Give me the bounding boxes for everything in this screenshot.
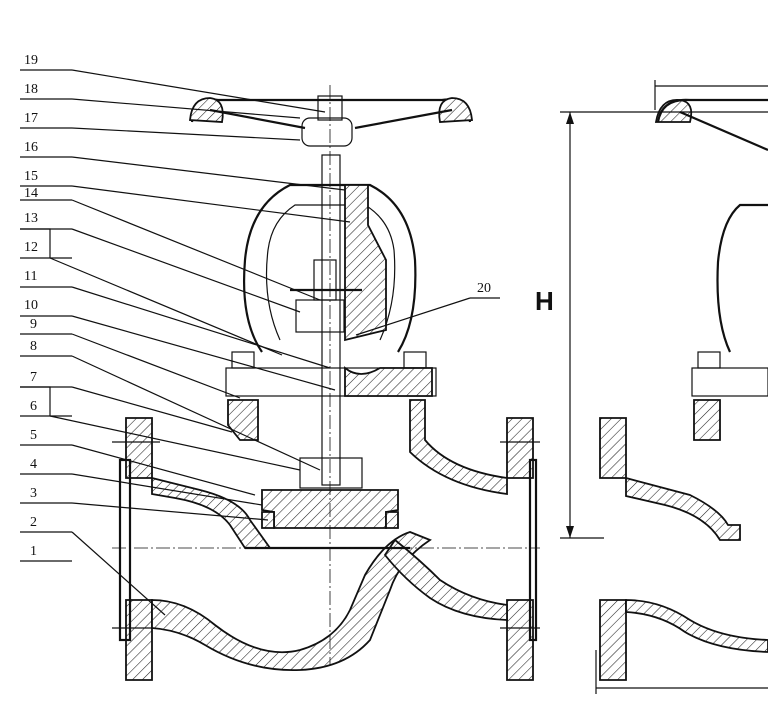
- callout-8: 8: [30, 339, 37, 354]
- callout-5: 5: [30, 428, 37, 443]
- callout-4: 4: [30, 457, 37, 472]
- dimension-label-H: H: [535, 286, 554, 316]
- callout-1: 1: [30, 544, 37, 559]
- callout-numbers: 19 18 17 16 15 14 13 12 11 10 9 8 7 6 5 …: [24, 53, 491, 559]
- callout-12: 12: [24, 240, 38, 255]
- callout-15: 15: [24, 169, 38, 184]
- callout-2: 2: [30, 515, 37, 530]
- callout-9: 9: [30, 317, 37, 332]
- callout-17: 17: [24, 111, 38, 126]
- callout-leaders: [20, 69, 500, 616]
- dimension-H: H: [535, 80, 768, 694]
- callout-14: 14: [24, 186, 38, 201]
- valve-main-view: [112, 85, 540, 681]
- callout-19: 19: [24, 53, 38, 68]
- callout-11: 11: [24, 269, 37, 284]
- callout-10: 10: [24, 298, 38, 313]
- callout-16: 16: [24, 140, 38, 155]
- valve-side-view: [599, 98, 768, 681]
- callout-18: 18: [24, 82, 38, 97]
- callout-3: 3: [30, 486, 37, 501]
- callout-6: 6: [30, 399, 37, 414]
- callout-7: 7: [30, 370, 37, 385]
- callout-20: 20: [477, 281, 491, 296]
- callout-13: 13: [24, 211, 38, 226]
